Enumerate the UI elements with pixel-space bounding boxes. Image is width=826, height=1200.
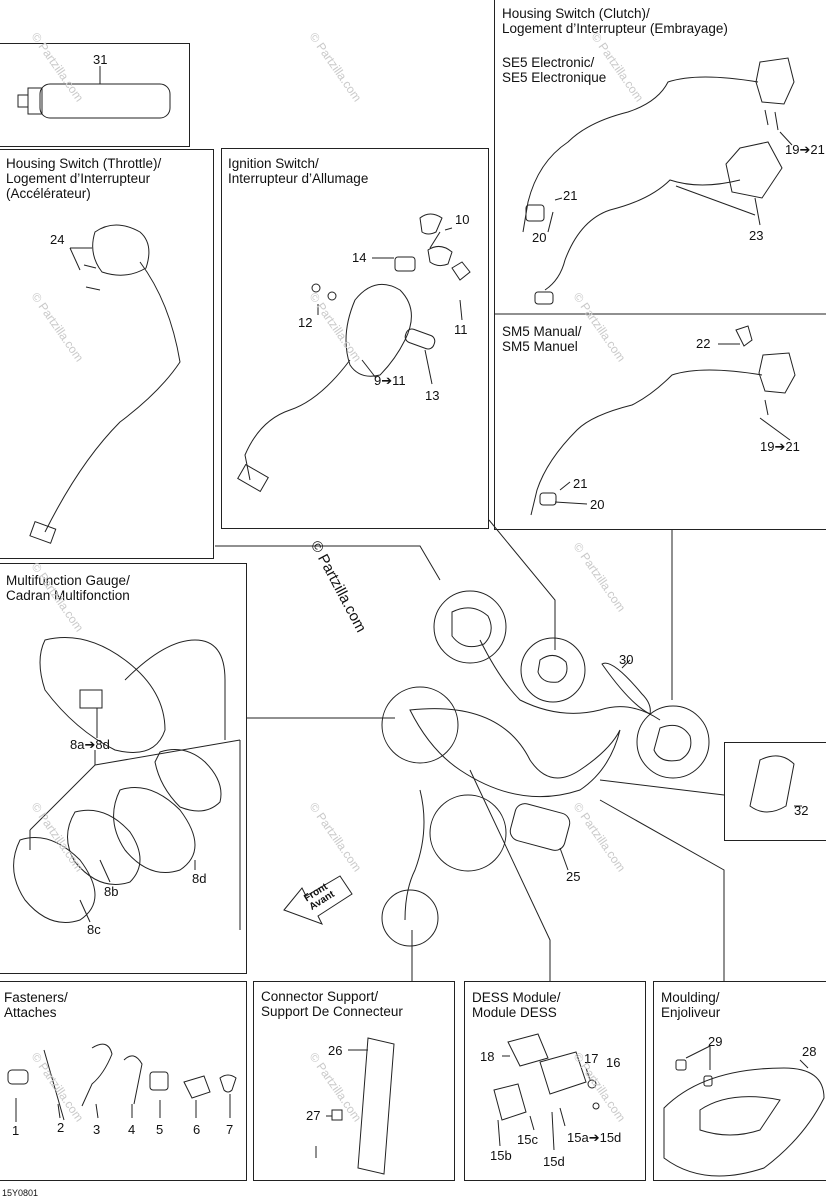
callout-8b: 8b [104,884,119,899]
callout-3: 3 [93,1122,101,1137]
callout-28: 28 [802,1044,817,1059]
title-multifunction-gauge: Multifunction Gauge/ Cadran Multifonctio… [6,573,130,603]
callout-21-sm5: 21 [573,476,588,491]
callout-24: 24 [50,232,65,247]
panel-ignition-switch [221,148,489,529]
callout-25: 25 [566,869,581,884]
callout-13: 13 [425,388,440,403]
title-fasteners: Fasteners/ Attaches [4,990,68,1020]
title-se5: SE5 Electronic/ SE5 Electronique [502,55,607,85]
callout-17: 17 [584,1051,599,1066]
callout-11: 11 [454,322,468,337]
callout-22: 22 [696,336,711,351]
panel-grease-tube [0,43,190,147]
drawing-code: 15Y0801 [2,1188,39,1198]
callout-10: 10 [455,212,470,227]
title-sm5: SM5 Manual/ SM5 Manuel [502,324,582,354]
title-connector-support: Connector Support/ Support De Connecteur [261,989,403,1019]
callout-8a-8d: 8a➔8d [70,737,110,752]
callout-6: 6 [193,1122,201,1137]
callout-26: 26 [328,1043,343,1058]
callout-4: 4 [128,1122,136,1137]
callout-20-se5: 20 [532,230,547,245]
panel-connector-support [253,981,455,1181]
callout-30: 30 [619,652,634,667]
callout-16: 16 [606,1055,621,1070]
callout-21-se5: 21 [563,188,578,203]
callout-15d: 15d [543,1154,565,1169]
panel-moulding [653,981,826,1181]
title-dess-module: DESS Module/ Module DESS [472,990,561,1020]
callout-29: 29 [708,1034,723,1049]
panel-multifunction-gauge [0,563,247,974]
panel-dess-plug [724,742,826,841]
callout-31: 31 [93,52,108,67]
callout-1: 1 [12,1123,20,1138]
callout-19-21-se5: 19➔21 [785,142,825,157]
callout-5: 5 [156,1122,164,1137]
callout-9-11: 9➔11 [374,373,406,388]
callout-8c: 8c [87,922,101,937]
callout-32: 32 [794,803,809,818]
title-throttle-housing: Housing Switch (Throttle)/ Logement d’In… [6,156,162,201]
callout-12: 12 [298,315,313,330]
callout-20-sm5: 20 [590,497,605,512]
callout-15b: 15b [490,1148,512,1163]
callout-19-21-sm5: 19➔21 [760,439,800,454]
callout-15a-15d: 15a➔15d [567,1130,622,1145]
callout-15c: 15c [517,1132,538,1147]
title-moulding: Moulding/ Enjoliveur [661,990,721,1020]
title-ignition-switch: Ignition Switch/ Interrupteur d’Allumage [228,156,369,186]
callout-18: 18 [480,1049,495,1064]
callout-8d: 8d [192,871,207,886]
callout-27: 27 [306,1108,321,1123]
panel-clutch-housing [494,0,826,530]
panel-dess-module [464,981,646,1181]
callout-7: 7 [226,1122,234,1137]
callout-23: 23 [749,228,764,243]
title-clutch-housing: Housing Switch (Clutch)/ Logement d’Inte… [502,6,728,36]
callout-2: 2 [57,1120,65,1135]
callout-14: 14 [352,250,367,265]
